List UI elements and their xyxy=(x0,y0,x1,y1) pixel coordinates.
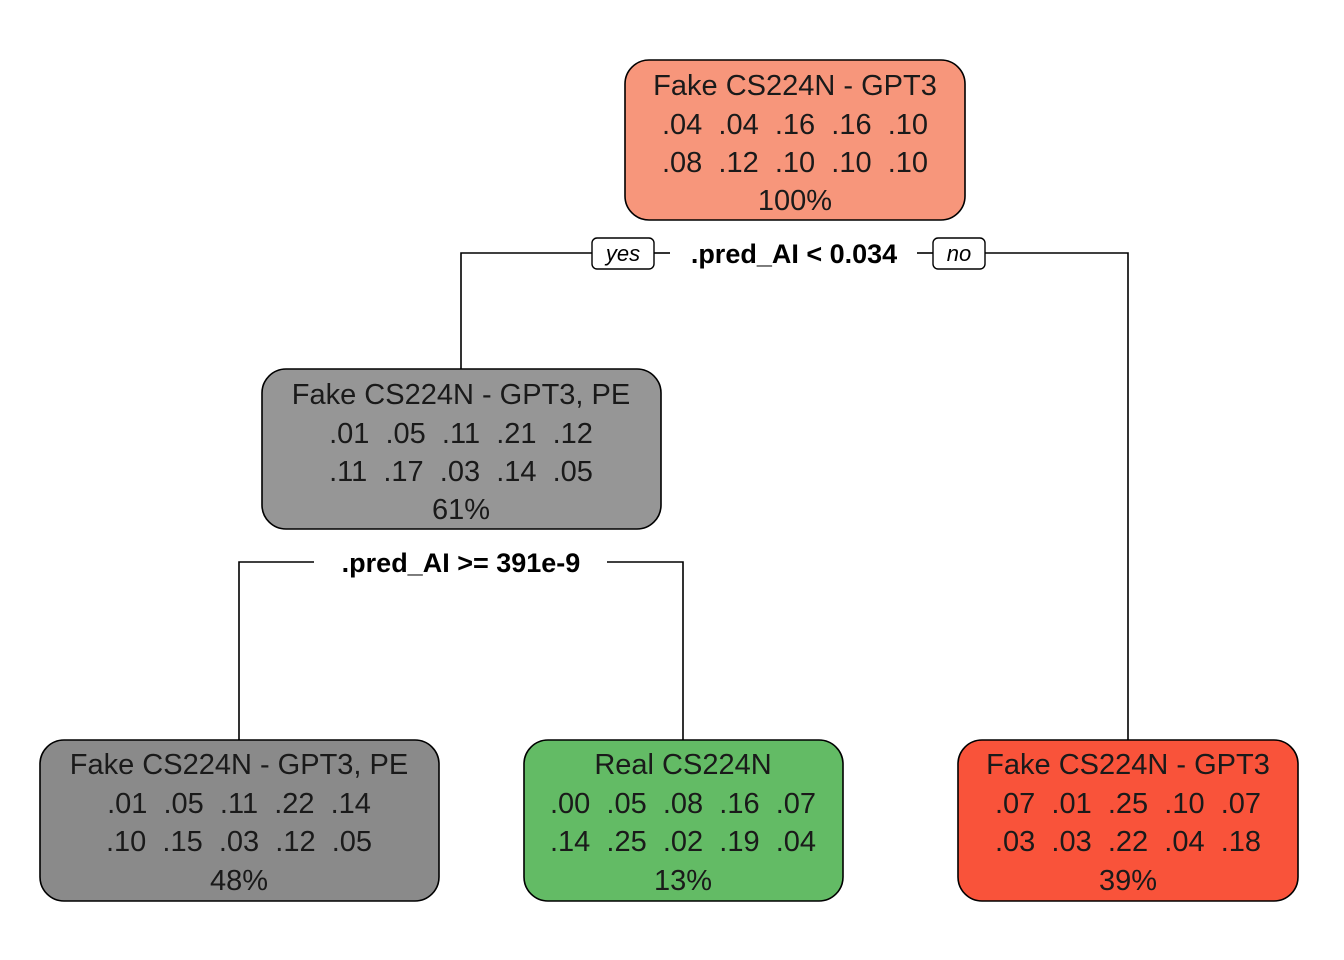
split-root: yes .pred_AI < 0.034 no xyxy=(591,237,986,270)
split-left-label: .pred_AI >= 391e-9 xyxy=(342,548,581,578)
node-right: Fake CS224N - GPT3 .07 .01 .25 .10 .07 .… xyxy=(957,739,1299,902)
branch-yes-label: yes xyxy=(604,241,640,266)
node-left-right: Real CS224N .00 .05 .08 .16 .07 .14 .25 … xyxy=(523,739,844,902)
tree-edges xyxy=(238,252,1129,740)
node-left-right-box xyxy=(523,739,844,902)
node-left: Fake CS224N - GPT3, PE .01 .05 .11 .21 .… xyxy=(261,368,662,530)
node-right-label: Fake CS224N - GPT3 xyxy=(986,749,1270,781)
node-left-right-percent: 13% xyxy=(654,865,712,897)
node-left-left-label: Fake CS224N - GPT3, PE xyxy=(70,749,408,781)
edge-root-left xyxy=(460,252,592,369)
edge-left-leftleft xyxy=(238,561,314,740)
node-left-right-probs-row2: .14 .25 .02 .19 .04 xyxy=(550,826,816,858)
node-left-percent: 61% xyxy=(432,494,490,526)
branch-yes-box xyxy=(591,237,655,270)
node-right-probs-row2: .03 .03 .22 .04 .18 xyxy=(995,826,1261,858)
node-left-left-box xyxy=(39,739,440,902)
node-left-left: Fake CS224N - GPT3, PE .01 .05 .11 .22 .… xyxy=(39,739,440,902)
node-right-box xyxy=(957,739,1299,902)
edge-root-right xyxy=(985,252,1129,740)
edge-left-leftright xyxy=(607,561,684,740)
node-left-right-label: Real CS224N xyxy=(594,749,771,781)
node-left-left-percent: 48% xyxy=(210,865,268,897)
node-root: Fake CS224N - GPT3 .04 .04 .16 .16 .10 .… xyxy=(624,59,966,221)
split-root-label: .pred_AI < 0.034 xyxy=(691,239,897,269)
node-root-probs-row1: .04 .04 .16 .16 .10 xyxy=(662,109,928,141)
node-left-box xyxy=(261,368,662,530)
node-left-left-probs-row2: .10 .15 .03 .12 .05 xyxy=(106,826,372,858)
node-left-label: Fake CS224N - GPT3, PE xyxy=(292,379,630,411)
node-left-probs-row1: .01 .05 .11 .21 .12 xyxy=(329,418,593,450)
branch-no-label: no xyxy=(947,241,971,266)
node-left-probs-row2: .11 .17 .03 .14 .05 xyxy=(329,456,593,488)
node-left-left-probs-row1: .01 .05 .11 .22 .14 xyxy=(107,788,371,820)
node-root-probs-row2: .08 .12 .10 .10 .10 xyxy=(662,147,928,179)
node-right-percent: 39% xyxy=(1099,865,1157,897)
node-root-box xyxy=(624,59,966,221)
node-root-label: Fake CS224N - GPT3 xyxy=(653,70,937,102)
node-root-percent: 100% xyxy=(758,185,832,217)
node-right-probs-row1: .07 .01 .25 .10 .07 xyxy=(995,788,1261,820)
branch-no-box xyxy=(932,237,986,270)
split-left: .pred_AI >= 391e-9 xyxy=(342,548,581,578)
node-left-right-probs-row1: .00 .05 .08 .16 .07 xyxy=(550,788,816,820)
